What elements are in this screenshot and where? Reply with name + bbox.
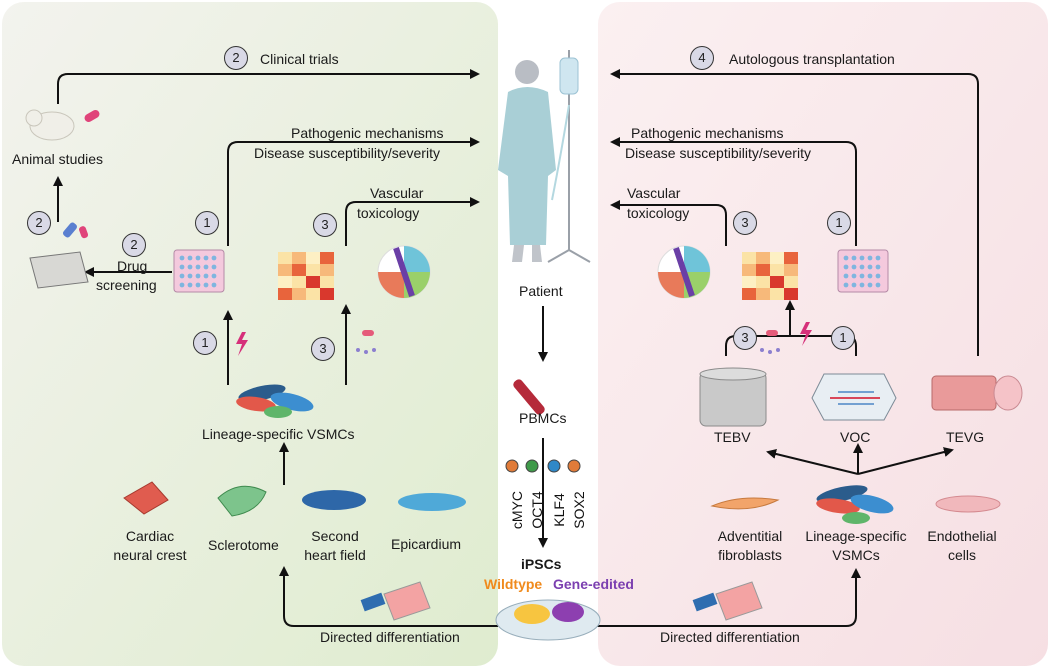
arrow-fan-tevg [857, 447, 954, 475]
right-toxicology-label: toxicology [627, 205, 690, 221]
badge-plate-left: 1 [195, 211, 219, 235]
left-toxicology-label: toxicology [357, 205, 420, 221]
tevg-image [931, 375, 1023, 411]
drug-plate-image [29, 222, 89, 289]
right-panel [598, 2, 1048, 666]
badge-vascular-left: 3 [313, 213, 337, 237]
fibroblasts-label: fibroblasts [718, 547, 782, 563]
wildtype-label: Wildtype [484, 576, 543, 592]
arrow-autologous [610, 69, 979, 356]
tebv-label: TEBV [714, 429, 751, 445]
screening-label: screening [96, 277, 157, 293]
pill-icon-right [760, 330, 780, 354]
heart-field-label: heart field [304, 547, 366, 563]
flask-right [692, 581, 763, 621]
arrow-left-pathogenic [227, 137, 480, 246]
lightning-icon-left [236, 332, 248, 356]
factor-dot [525, 459, 539, 473]
right-cells [710, 485, 1001, 524]
gene-edited-label: Gene-edited [553, 576, 634, 592]
heatmap-left [278, 252, 334, 300]
progenitor-cells [123, 481, 466, 517]
badge-vascular-right: 3 [733, 211, 757, 235]
ipscs-label: iPSCs [521, 556, 562, 572]
right-vascular-label: Vascular [627, 185, 681, 201]
adventitial-label: Adventitial [717, 528, 783, 544]
badge-tox-right: 3 [733, 326, 757, 350]
badge-clinical-trials: 2 [224, 46, 248, 70]
neural-crest-label: neural crest [113, 547, 187, 563]
well-plate-left [173, 249, 225, 293]
pbmcs-label: PBMCs [519, 410, 567, 426]
badge-drug: 2 [122, 233, 146, 257]
epicardium-label: Epicardium [391, 536, 462, 552]
factor-dot [547, 459, 561, 473]
vsmc-cells-left [236, 384, 314, 418]
endothelial-label: Endothelial [927, 528, 997, 544]
pill-icon-left [356, 330, 376, 354]
iv-bag [559, 57, 579, 95]
badge-autologous: 4 [690, 46, 714, 70]
right-pathogenic-label: Pathogenic mechanisms [631, 125, 784, 141]
arrow-right-pathogenic [610, 137, 857, 246]
factor-label: SOX2 [571, 491, 587, 529]
chord-diagram-right [657, 245, 711, 299]
right-disease-label: Disease susceptibility/severity [625, 145, 811, 161]
tebv-image [699, 367, 767, 427]
arrow-fan-tebv [766, 449, 859, 475]
vsmcs-right-label: VSMCs [832, 547, 880, 563]
mouse-image [25, 109, 100, 141]
sclerotome-label: Sclerotome [208, 537, 279, 553]
clinical-trials-label: Clinical trials [260, 51, 339, 67]
lightning-icon-right [800, 322, 812, 346]
badge-tox-left: 3 [311, 337, 335, 361]
factor-dot [567, 459, 581, 473]
voc-image [811, 373, 897, 421]
arrow-right-vascular [610, 200, 727, 246]
badge-drug-up: 2 [27, 211, 51, 235]
heatmap-right [742, 252, 798, 300]
factor-label: cMYC [509, 490, 525, 530]
animal-studies-label: Animal studies [12, 151, 104, 167]
factor-dot [505, 459, 519, 473]
patient-label: Patient [519, 283, 563, 299]
arrow-left-vascular [345, 197, 480, 246]
autologous-label: Autologous transplantation [729, 51, 895, 67]
badge-lineage-right: 1 [831, 326, 855, 350]
badge-lineage-left: 1 [193, 331, 217, 355]
factor-label: KLF4 [551, 493, 567, 527]
arrow-left-directed [279, 566, 498, 627]
voc-label: VOC [840, 429, 871, 445]
lineage-right-label: Lineage-specific [805, 528, 907, 544]
cells-label: cells [947, 547, 976, 563]
lineage-vsmcs-left-label: Lineage-specific VSMCs [202, 426, 355, 442]
well-plate-right [837, 249, 889, 293]
petri-dish [495, 599, 601, 641]
arrow-right-directed [596, 568, 861, 627]
arrow-clinical-trials [57, 69, 480, 104]
right-directed-label: Directed differentiation [660, 629, 800, 645]
flask-left [360, 581, 431, 621]
left-directed-label: Directed differentiation [320, 629, 460, 645]
left-pathogenic-label: Pathogenic mechanisms [291, 125, 444, 141]
chord-diagram-left [377, 245, 431, 299]
tevg-label: TEVG [946, 429, 985, 445]
left-disease-label: Disease susceptibility/severity [254, 145, 440, 161]
badge-plate-right: 1 [827, 211, 851, 235]
arrows [53, 69, 979, 627]
cardiac-label: Cardiac [125, 528, 175, 544]
drug-label: Drug [117, 258, 148, 274]
blood-tube [513, 379, 545, 415]
factor-label: OCT4 [529, 491, 545, 529]
left-vascular-label: Vascular [370, 185, 424, 201]
second-label: Second [311, 528, 359, 544]
left-panel [2, 2, 498, 666]
patient-figure [498, 60, 556, 262]
